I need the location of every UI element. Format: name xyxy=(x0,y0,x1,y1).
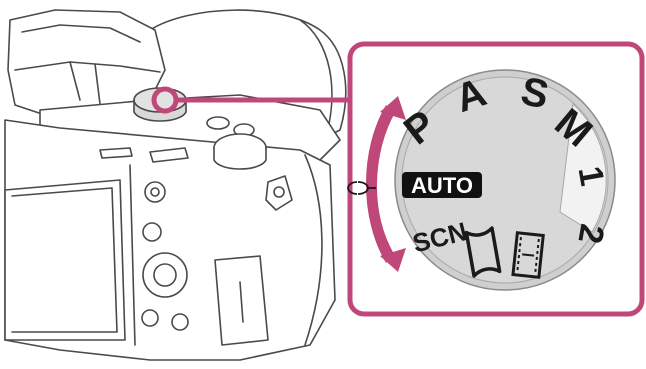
control-wheel-center xyxy=(154,264,176,286)
menu-button xyxy=(143,223,161,241)
rear-dial-side xyxy=(214,148,266,169)
camera-body-drawing xyxy=(5,10,346,360)
lug-hole xyxy=(274,187,284,197)
top-slot-2 xyxy=(100,148,132,158)
auto-label: AUTO xyxy=(411,173,473,198)
fn-button-inner xyxy=(151,188,159,196)
playback-button xyxy=(142,310,158,326)
shutter-area-button xyxy=(207,117,229,129)
monitor-screen xyxy=(5,180,125,340)
delete-button xyxy=(172,314,188,330)
